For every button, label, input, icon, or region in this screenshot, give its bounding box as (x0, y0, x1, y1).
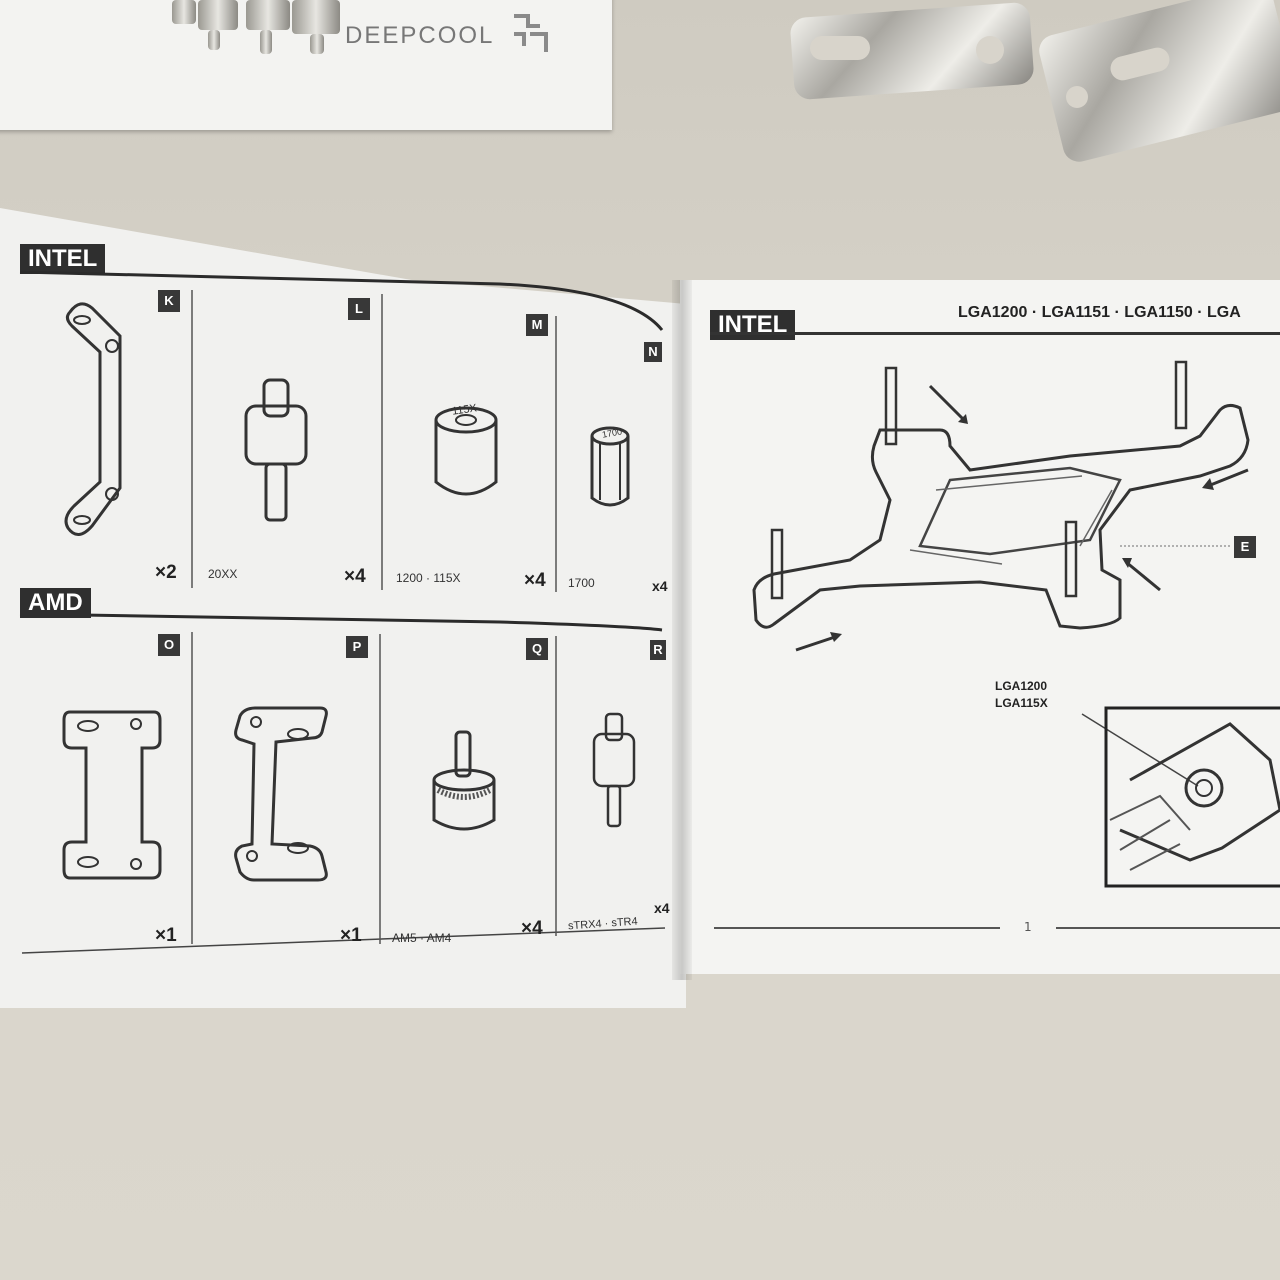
bracket-slot (810, 36, 870, 60)
part-letter-o: O (158, 634, 180, 656)
footer-rule-right (1056, 927, 1280, 929)
page-number: 1 (1024, 920, 1032, 934)
screw-thread (208, 30, 220, 50)
spacer-115x-icon (434, 406, 498, 496)
socket-list: LGA1200 · LGA1151 · LGA1150 · LGA (958, 304, 1241, 321)
manual-right-page (680, 280, 1280, 974)
part-letter-n: N (644, 342, 662, 362)
callout-lga1200: LGA1200 (995, 679, 1048, 693)
screw-thread (260, 30, 272, 54)
bracket-hole (1066, 86, 1088, 108)
part-letter-p: P (346, 636, 368, 658)
part-caption-q: AM5 · AM4 (392, 931, 452, 945)
intel-backplate-bar-icon (64, 302, 122, 536)
strx4-standoff-icon (592, 712, 636, 828)
part-qty-o: ×1 (155, 925, 177, 946)
part-letter-l: L (348, 298, 370, 320)
part-caption-l: 20XX (208, 567, 238, 581)
intel-section-header: INTEL (20, 244, 106, 274)
amd-bracket-p-icon (234, 706, 328, 882)
part-letter-m: M (526, 314, 548, 336)
part-caption-m: 1200 · 115X (396, 571, 461, 585)
part-qty-p: ×1 (340, 925, 362, 946)
amd-thumb-screw-icon (432, 730, 496, 831)
part-qty-q: ×4 (521, 918, 543, 939)
brand-logo-icon (514, 14, 548, 52)
part-caption-n: 1700 (568, 576, 595, 590)
footer-rule-left (714, 927, 1000, 929)
thumb-screw (292, 0, 340, 34)
thumb-screw (246, 0, 290, 30)
right-intel-header: INTEL (710, 310, 796, 340)
amd-bracket-o-icon (62, 710, 162, 880)
intel-backplate-diagram (752, 360, 1250, 652)
part-letter-r: R (650, 640, 666, 660)
right-header-rule (710, 332, 1280, 335)
screw-thread (310, 34, 324, 54)
amd-section-header: AMD (20, 588, 91, 618)
spacer-1700-icon (590, 426, 630, 507)
part-qty-l: ×4 (344, 566, 366, 587)
bracket-hole (976, 36, 1004, 64)
part-letter-k: K (158, 290, 180, 312)
brand-logo: DEEPCOOL (345, 22, 495, 49)
part-qty-n: x4 (652, 578, 668, 594)
callout-lga115x: LGA115X (995, 696, 1048, 710)
thumb-screw (198, 0, 238, 30)
part-qty-m: ×4 (524, 570, 546, 591)
left-page-lines (19, 270, 666, 954)
standoff-20xx-icon (244, 378, 308, 522)
detail-inset (1081, 706, 1280, 888)
part-qty-k: ×2 (155, 562, 177, 583)
screw (172, 0, 196, 24)
manual-gutter (672, 280, 692, 980)
part-letter-e: E (1234, 536, 1256, 558)
part-letter-q: Q (526, 638, 548, 660)
part-qty-r: x4 (654, 900, 670, 916)
